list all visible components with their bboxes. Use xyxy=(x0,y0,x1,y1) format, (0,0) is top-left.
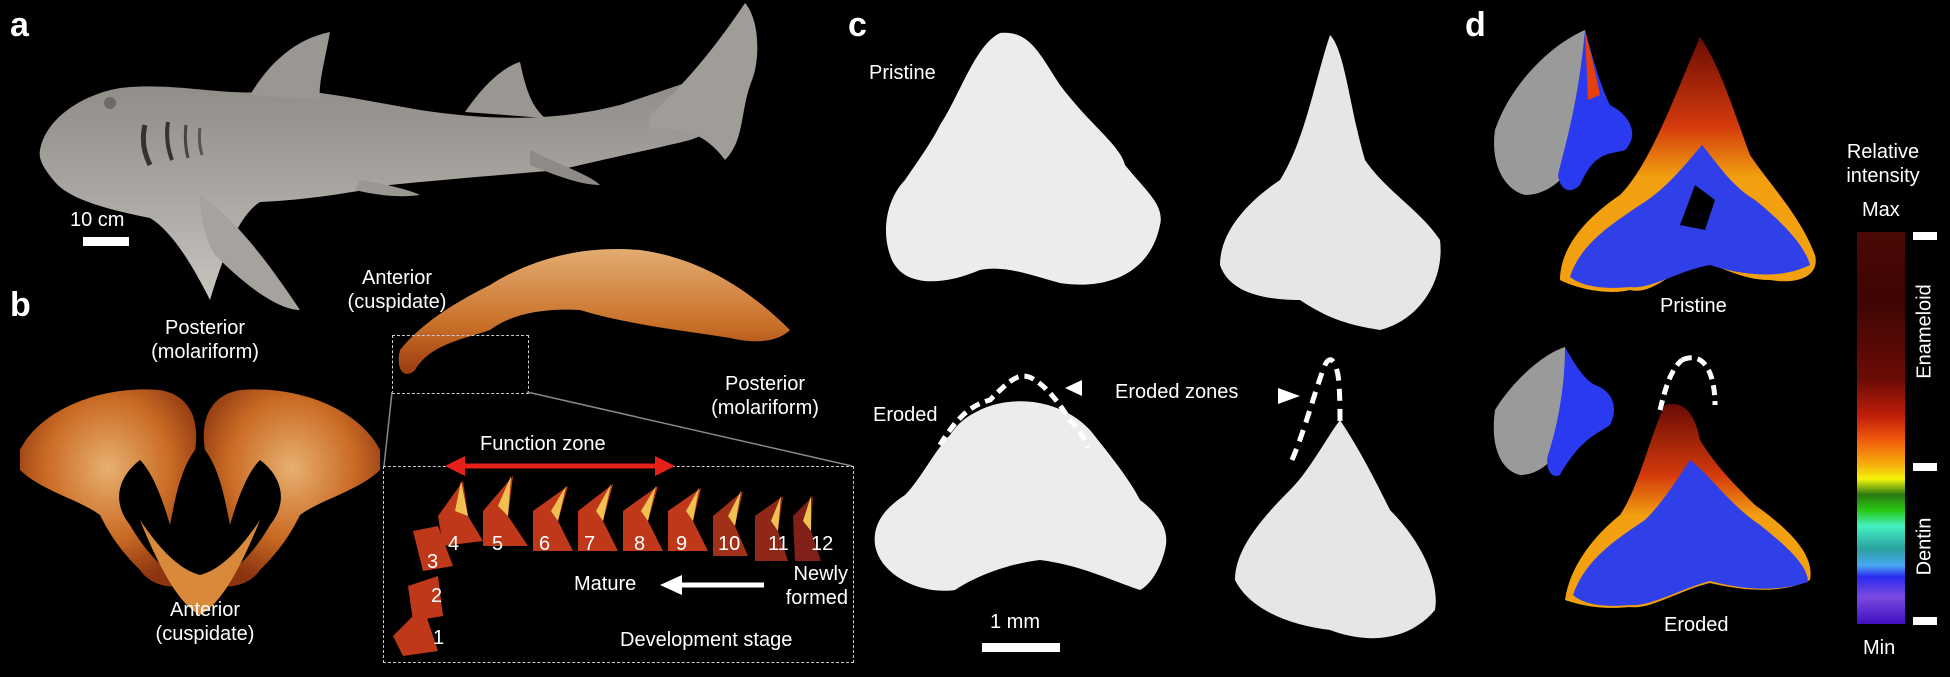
panel-a-letter: a xyxy=(10,6,29,44)
panel-a-scale-bar xyxy=(83,237,129,246)
development-arrow xyxy=(660,575,764,595)
eroded-tooth-front xyxy=(874,373,1167,591)
intensity-colorbar xyxy=(1857,232,1905,624)
function-zone-arrow xyxy=(445,456,675,476)
jaw-front-top-label: Posterior (molariform) xyxy=(151,317,259,363)
panel-c-scale-bar xyxy=(982,643,1060,652)
pristine-tooth-side xyxy=(1220,35,1441,330)
colorbar-title: Relative intensity xyxy=(1846,141,1920,187)
panel-b-letter: b xyxy=(10,286,31,324)
panel-a-scale-label: 10 cm xyxy=(70,209,125,231)
eroded-label-c: Eroded xyxy=(873,404,938,426)
jaw-side-posterior-label: Posterior (molariform) xyxy=(711,373,819,419)
colorbar-tick-mid xyxy=(1913,463,1937,471)
panel-c-letter: c xyxy=(848,6,867,44)
colorbar-tick-bottom xyxy=(1913,617,1937,625)
colorbar-min-label: Min xyxy=(1863,637,1896,659)
panel-d-letter: d xyxy=(1465,6,1486,44)
inset-source-box xyxy=(392,335,529,394)
jaw-front-image xyxy=(20,389,380,615)
eroded-tooth-side xyxy=(1235,357,1436,639)
pristine-tomography-image xyxy=(1494,30,1816,292)
dentin-label: Dentin xyxy=(1913,517,1936,576)
jaw-side-image xyxy=(398,249,790,374)
mature-label: Mature xyxy=(574,573,637,595)
colorbar-max-label: Max xyxy=(1862,199,1900,221)
function-zone-label: Function zone xyxy=(480,433,606,455)
eroded-label-d: Eroded xyxy=(1664,614,1729,636)
pristine-tooth-front xyxy=(885,32,1161,285)
development-stage-label: Development stage xyxy=(620,629,793,651)
jaw-front-bottom-label: Anterior (cuspidate) xyxy=(155,599,255,645)
enameloid-label: Enameloid xyxy=(1913,284,1936,379)
pristine-label-d: Pristine xyxy=(1660,295,1727,317)
tooth-file-image xyxy=(393,476,821,656)
newly-formed-label: Newly formed xyxy=(785,563,848,609)
eroded-tomography-image xyxy=(1493,347,1811,608)
colorbar-tick-top xyxy=(1913,232,1937,240)
eroded-zones-label: Eroded zones xyxy=(1115,381,1239,403)
pristine-label-c: Pristine xyxy=(869,62,936,84)
jaw-side-anterior-label: Anterior (cuspidate) xyxy=(347,267,447,313)
panel-c-scale-label: 1 mm xyxy=(990,611,1040,633)
